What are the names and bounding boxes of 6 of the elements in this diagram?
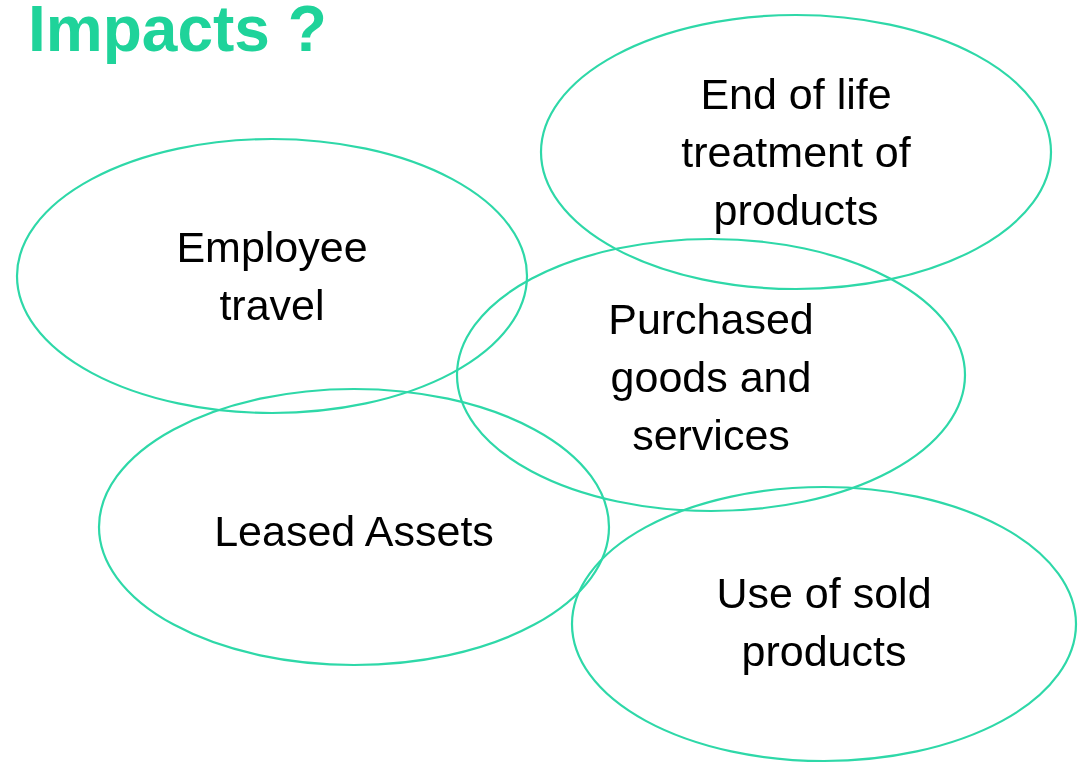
slide-title: Impacts ? bbox=[28, 0, 327, 65]
category-label: Employee travel bbox=[175, 222, 369, 331]
category-label: End of life treatment of products bbox=[680, 69, 912, 236]
category-label: Leased Assets bbox=[213, 506, 495, 557]
category-label: Use of sold products bbox=[715, 568, 933, 677]
category-label: Purchased goods and services bbox=[607, 294, 815, 461]
